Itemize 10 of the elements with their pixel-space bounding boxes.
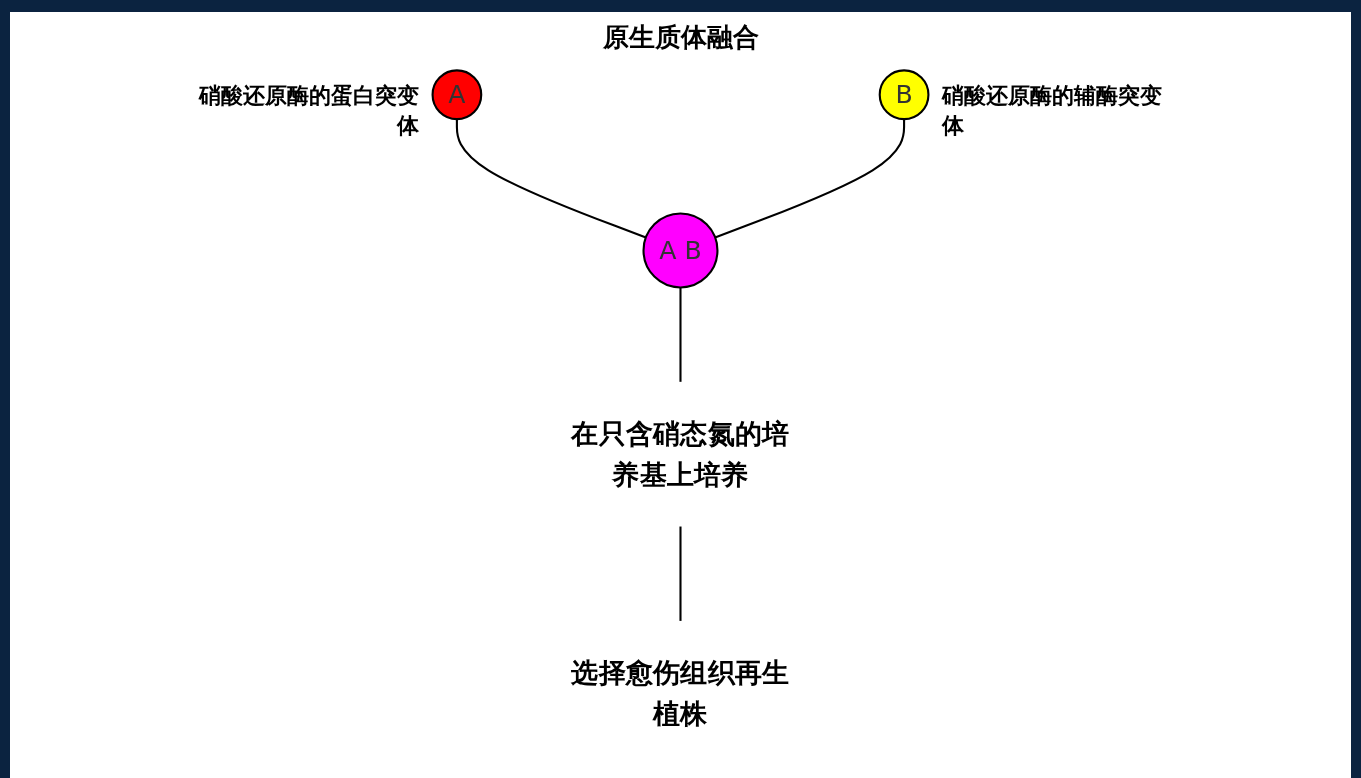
node-circle xyxy=(878,69,930,121)
node-circle xyxy=(431,69,483,121)
connector xyxy=(714,119,906,239)
node-circle xyxy=(642,212,719,289)
node-text: 选择愈伤组织再生植株 xyxy=(571,656,790,729)
connector xyxy=(455,119,647,239)
annotation-text: 原生质体融合 xyxy=(602,22,759,52)
connector xyxy=(679,526,682,621)
connector xyxy=(679,287,682,382)
node-text: 在只含硝态氮的培养基上培养 xyxy=(571,417,790,490)
